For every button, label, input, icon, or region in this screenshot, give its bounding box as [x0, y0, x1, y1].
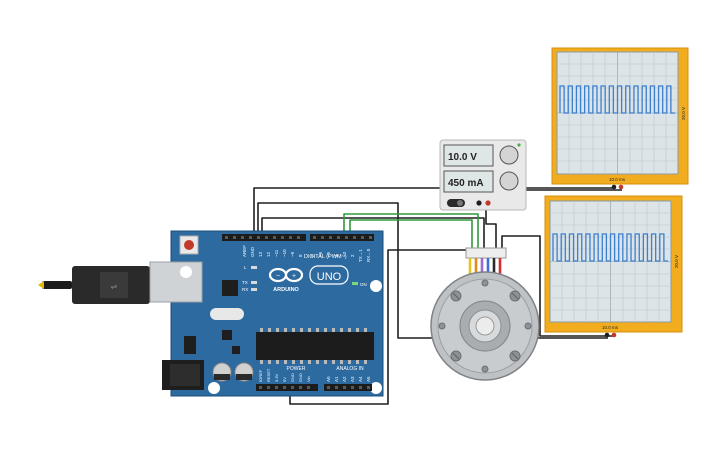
- svg-text:+: +: [292, 273, 296, 280]
- pin-label: ~10: [282, 249, 287, 257]
- svg-text:3.3V: 3.3V: [274, 373, 279, 382]
- encoder-motor[interactable]: [430, 247, 540, 381]
- wire-motor-to-scope2: [501, 235, 614, 337]
- arduino-logo: − + ARDUINO UNO: [268, 265, 349, 293]
- scope2-time-label: 10.0 ms: [602, 325, 619, 330]
- power-supply[interactable]: 10.0 V 450 mA: [439, 139, 527, 211]
- pin-label: ~5: [326, 251, 331, 257]
- svg-text:ON: ON: [360, 282, 367, 287]
- pin-label: ~3: [342, 251, 347, 257]
- pin-label: 8: [298, 254, 303, 257]
- pin-label: 13: [258, 251, 263, 257]
- scope2-probe-pos: [611, 332, 617, 338]
- brand-text: ARDUINO: [273, 287, 299, 293]
- wire-green-2: [349, 219, 473, 250]
- pin-label: ~11: [274, 249, 279, 257]
- scope2-volt-label: 20.0 V: [674, 255, 679, 268]
- svg-text:A0: A0: [326, 376, 331, 382]
- svg-text:RESET: RESET: [266, 368, 271, 382]
- scope2-trace: [552, 233, 668, 262]
- pin-label: ~9: [290, 251, 295, 257]
- svg-text:L: L: [244, 265, 247, 270]
- svg-text:⇌: ⇌: [111, 282, 118, 291]
- svg-text:GND: GND: [290, 373, 295, 382]
- svg-text:IOREF: IOREF: [258, 369, 263, 382]
- pin-label: RX←0: [366, 248, 371, 262]
- pin-label: 4: [334, 254, 339, 257]
- voltage-knob[interactable]: [499, 145, 519, 165]
- voltage-readout: 10.0 V: [448, 152, 477, 163]
- scope1-probe-pos: [618, 184, 624, 190]
- power-header: [256, 384, 318, 391]
- analog-pin-labels: A0 A1 A2 A3 A4 A5: [326, 376, 371, 382]
- usb-cable: ⇌: [38, 266, 150, 304]
- wire-supply-to-motor: [485, 206, 497, 250]
- current-readout: 450 mA: [448, 178, 484, 189]
- svg-text:A1: A1: [334, 376, 339, 382]
- oscilloscope-2[interactable]: 10.0 ms 20.0 V: [544, 195, 683, 338]
- top-pin-labels: AREF GND 13 12 ~11 ~10 ~9 8 7 ~6 ~5 4 ~3…: [242, 245, 371, 262]
- scope1-probe-neg: [611, 184, 617, 190]
- pin-label: 2: [350, 254, 355, 257]
- pin-label: ~6: [318, 251, 323, 257]
- board-leds: L TX RX ON: [242, 265, 367, 292]
- pin-label: 7: [310, 254, 315, 257]
- wire-green-1: [343, 213, 479, 250]
- terminal-positive: [485, 200, 491, 206]
- svg-text:−: −: [276, 273, 280, 280]
- pin-label: TX→1: [358, 249, 363, 262]
- scope1-volt-label: 20.0 V: [681, 107, 686, 120]
- atmega-chip: [256, 332, 374, 360]
- scope1-time-label: 10.0 ms: [609, 177, 626, 182]
- wire-pin-to-motor-a: [261, 217, 485, 250]
- pin-label: 12: [266, 251, 271, 257]
- svg-text:A2: A2: [342, 376, 347, 382]
- svg-text:A3: A3: [350, 376, 355, 382]
- svg-text:TX: TX: [242, 280, 248, 285]
- svg-text:RX: RX: [242, 287, 248, 292]
- motor-connector: [465, 247, 507, 259]
- svg-text:5V: 5V: [282, 377, 287, 382]
- analog-header: [324, 384, 372, 391]
- digital-label: DIGITAL (PWM~): [304, 254, 347, 260]
- current-knob[interactable]: [499, 171, 519, 191]
- svg-text:A4: A4: [358, 376, 363, 382]
- arduino-board[interactable]: ⇌: [38, 230, 384, 397]
- scope1-trace: [559, 85, 675, 114]
- svg-text:A5: A5: [366, 376, 371, 382]
- svg-text:GND: GND: [298, 373, 303, 382]
- power-pin-labels: IOREF RESET 3.3V 5V GND GND Vin: [258, 368, 311, 382]
- oscilloscope-1[interactable]: 10.0 ms 20.0 V: [551, 47, 689, 190]
- power-label: POWER: [287, 366, 306, 372]
- wire-analog-loop: [289, 249, 466, 405]
- analog-label: ANALOG IN: [336, 366, 364, 372]
- svg-text:Vin: Vin: [306, 376, 311, 382]
- scope2-probe-neg: [604, 332, 610, 338]
- uno-text: UNO: [317, 271, 342, 283]
- digital-header-right: [310, 234, 374, 241]
- pin-label: AREF: [242, 245, 247, 257]
- usb-socket: [149, 261, 203, 303]
- digital-header-left: [222, 234, 306, 241]
- pin-label: GND: [250, 246, 255, 257]
- terminal-negative: [476, 200, 482, 206]
